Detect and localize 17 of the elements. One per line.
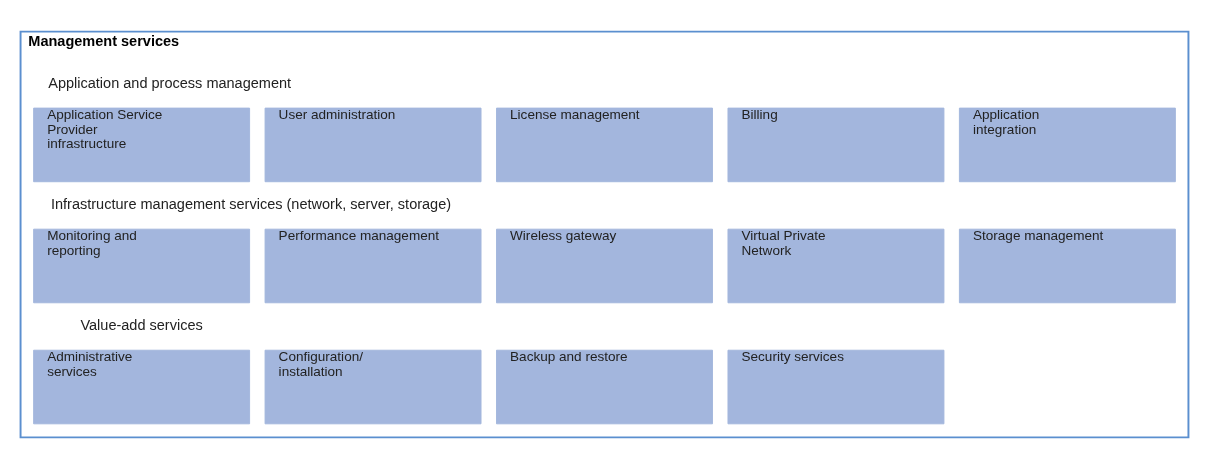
node-box: Backup and restore	[496, 349, 713, 424]
node-box: Wireless gateway	[496, 228, 713, 303]
node-box: Security services	[727, 349, 945, 424]
node-box: Administrative services	[33, 349, 251, 424]
node-box: Configuration/ installation	[264, 349, 482, 424]
node-box: Storage management	[958, 228, 1176, 303]
label: Infrastructure management services (network, server, storage)	[50, 195, 452, 212]
node-box: Performance management	[264, 228, 482, 303]
node-box: Application Service Provider infrastructure	[33, 107, 251, 182]
node-box: Application integration	[958, 107, 1176, 182]
label: Value-add services	[80, 316, 203, 333]
node-box: License management	[496, 107, 713, 182]
node-box: Monitoring and reporting	[33, 228, 251, 303]
node-box: User administration	[264, 107, 482, 182]
node-box: Virtual Private Network	[727, 228, 945, 303]
label: Application and process management	[48, 74, 292, 91]
node-box: Billing	[727, 107, 945, 182]
